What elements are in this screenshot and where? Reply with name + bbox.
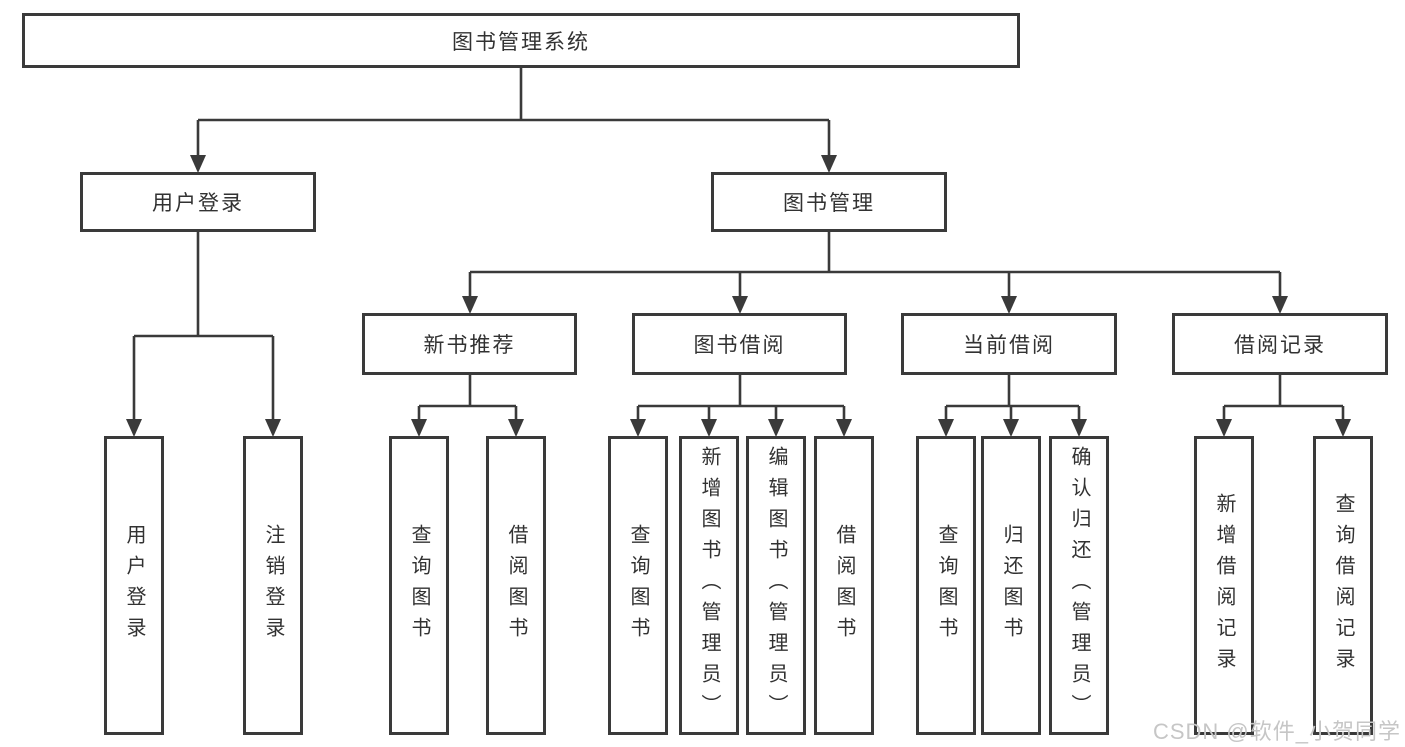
arrow-down-icon — [630, 419, 646, 437]
arrow-down-icon — [768, 419, 784, 437]
node-book-mgmt: 图书管理 — [711, 172, 947, 232]
node-borrow-record: 借阅记录 — [1172, 313, 1388, 375]
edge-user-login — [132, 232, 275, 420]
edge-root — [196, 68, 831, 156]
edge-borrow-record — [1222, 375, 1345, 420]
arrow-down-icon — [265, 419, 281, 437]
arrow-down-icon — [190, 155, 206, 173]
arrow-down-icon — [1071, 419, 1087, 437]
leaf-query-book-2: 查询图书 — [608, 436, 668, 735]
leaf-borrow-book-1: 借阅图书 — [486, 436, 546, 735]
node-book-borrow: 图书借阅 — [632, 313, 847, 375]
leaf-edit-book-admin: 编辑图书（管理员） — [746, 436, 806, 735]
arrow-down-icon — [1335, 419, 1351, 437]
node-root: 图书管理系统 — [22, 13, 1020, 68]
node-user-login: 用户登录 — [80, 172, 316, 232]
leaf-user-login: 用户登录 — [104, 436, 164, 735]
arrowhead-icons — [126, 155, 1351, 437]
leaf-logout: 注销登录 — [243, 436, 303, 735]
edge-new-book — [417, 375, 518, 420]
leaf-return-book: 归还图书 — [981, 436, 1041, 735]
arrow-down-icon — [411, 419, 427, 437]
edge-book-borrow — [636, 375, 846, 420]
arrow-down-icon — [1001, 296, 1017, 314]
leaf-query-book-3: 查询图书 — [916, 436, 976, 735]
node-new-book: 新书推荐 — [362, 313, 577, 375]
edge-book-mgmt — [468, 232, 1282, 297]
arrow-down-icon — [1003, 419, 1019, 437]
connector-paths — [132, 68, 1345, 420]
leaf-add-borrow-record: 新增借阅记录 — [1194, 436, 1254, 735]
arrow-down-icon — [508, 419, 524, 437]
node-current-borrow: 当前借阅 — [901, 313, 1117, 375]
arrow-down-icon — [1216, 419, 1232, 437]
arrow-down-icon — [701, 419, 717, 437]
leaf-query-borrow-record: 查询借阅记录 — [1313, 436, 1373, 735]
arrow-down-icon — [1272, 296, 1288, 314]
leaf-add-book-admin: 新增图书（管理员） — [679, 436, 739, 735]
csdn-watermark: CSDN @软件_小贺同学 — [1152, 719, 1401, 744]
arrow-down-icon — [821, 155, 837, 173]
arrow-down-icon — [836, 419, 852, 437]
arrow-down-icon — [462, 296, 478, 314]
leaf-query-book-1: 查询图书 — [389, 436, 449, 735]
arrow-down-icon — [938, 419, 954, 437]
arrow-down-icon — [126, 419, 142, 437]
arrow-down-icon — [732, 296, 748, 314]
leaf-borrow-book-2: 借阅图书 — [814, 436, 874, 735]
leaf-confirm-return-admin: 确认归还（管理员） — [1049, 436, 1109, 735]
edge-current-borrow — [944, 375, 1081, 420]
